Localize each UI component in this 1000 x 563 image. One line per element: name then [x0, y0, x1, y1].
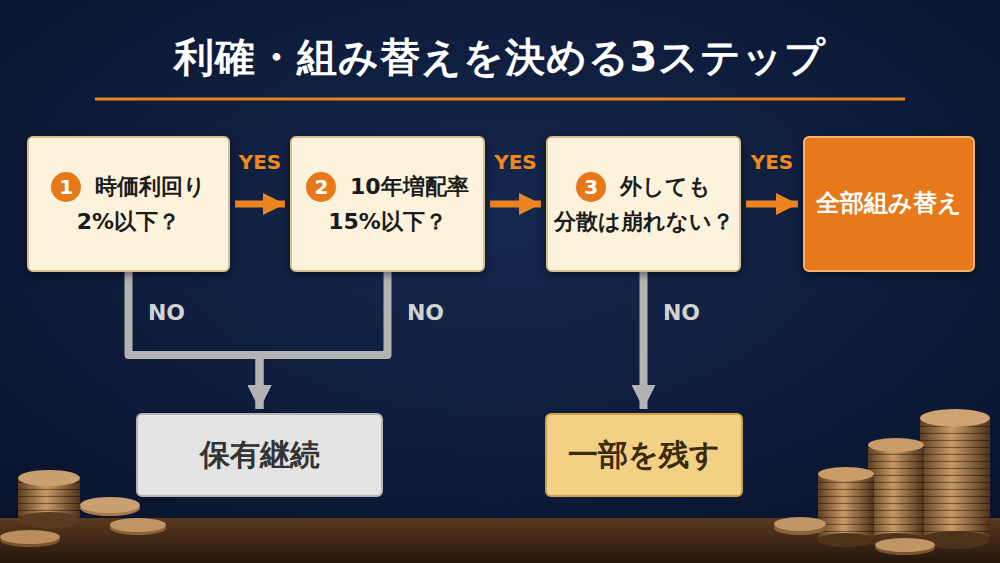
step-number: 3	[576, 172, 606, 202]
edge-label: YES	[751, 150, 794, 174]
diagram-title: 利確・組み替えを決める3ステップ	[0, 30, 1000, 85]
no-connector	[640, 272, 648, 409]
node-text-line: 1 時価利回り 2%以下？	[29, 169, 228, 239]
edge-label: NO	[663, 300, 700, 325]
node-label: 一部を残す	[568, 437, 720, 472]
node-text-line: 3 外しても 分散は崩れない？	[548, 169, 740, 239]
title-underline	[95, 98, 905, 101]
yes-arrow	[490, 201, 541, 208]
node-text-line: 保有継続	[194, 431, 326, 479]
node-text-line: 一部を残す	[562, 431, 726, 479]
edge-label: YES	[494, 150, 537, 174]
node-text-line: 全部組み替え	[810, 185, 968, 223]
yes-arrow	[235, 201, 285, 208]
step-number: 2	[306, 172, 336, 202]
edge-label: YES	[239, 150, 282, 174]
decision-box: 3 外しても 分散は崩れない？	[546, 136, 741, 272]
decision-box: 2 10年増配率 15%以下？	[290, 136, 485, 272]
decision-box: 1 時価利回り 2%以下？	[27, 136, 230, 272]
coin-stacks	[774, 409, 990, 555]
node-label: 全部組み替え	[816, 190, 962, 218]
result-box: 保有継続	[136, 413, 383, 497]
node-label: 時価利回り 2%以下？	[77, 174, 206, 234]
node-label: 10年増配率 15%以下？	[328, 174, 468, 234]
yes-arrow	[746, 201, 798, 208]
node-text-line: 2 10年増配率 15%以下？	[292, 169, 483, 239]
node-label: 保有継続	[200, 437, 320, 472]
no-connector	[260, 272, 388, 409]
result-box: 全部組み替え	[803, 136, 975, 272]
edge-label: NO	[148, 300, 185, 325]
no-connector	[129, 272, 260, 409]
step-number: 1	[51, 172, 81, 202]
edge-label: NO	[407, 300, 444, 325]
result-box: 一部を残す	[545, 413, 743, 497]
